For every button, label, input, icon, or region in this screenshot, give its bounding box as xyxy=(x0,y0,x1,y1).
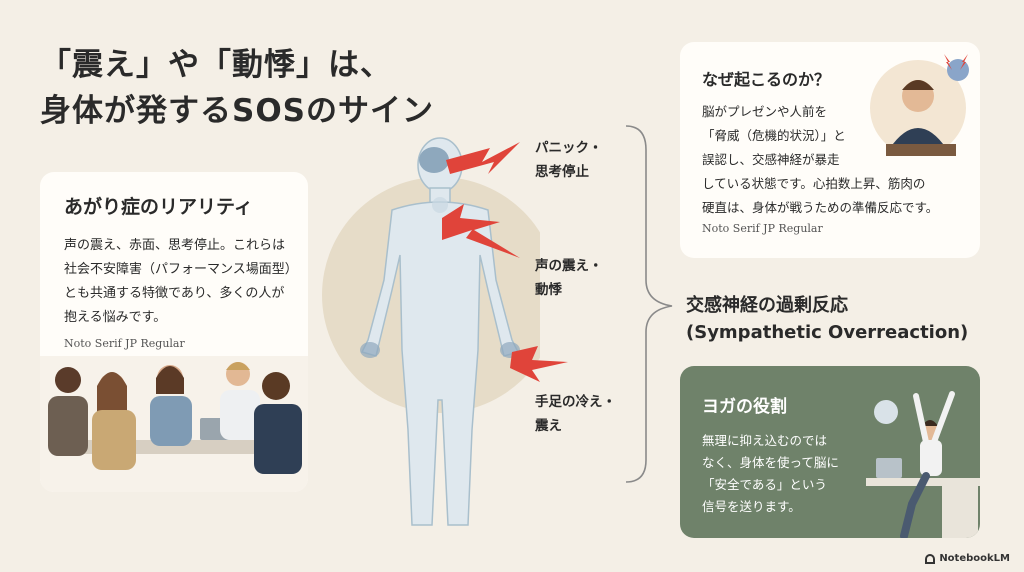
lightning-bolts xyxy=(442,142,568,382)
symptom-panic: パニック・ 思考停止 xyxy=(535,140,603,180)
symptom-cold: 手足の冷え・ 震え xyxy=(535,394,616,434)
curly-bracket xyxy=(625,125,673,483)
sympathetic-overreaction: 交感神経の過剰反応 (Sympathetic Overreaction) xyxy=(686,295,969,343)
thought-bubble-icon xyxy=(874,400,898,424)
why-font-note: Noto Serif JP Regular xyxy=(702,222,823,235)
title-line-1: 「震え」や「動悸」は、 xyxy=(40,47,392,83)
page-title: 「震え」や「動悸」は、 身体が発するSOSのサイン xyxy=(40,42,434,134)
symptom-voice: 声の震え・ 動悸 xyxy=(535,258,603,298)
lightning-icon-hand xyxy=(510,346,568,382)
notebooklm-watermark: NotebookLM xyxy=(925,553,1010,564)
meeting-illustration xyxy=(40,356,308,492)
yoga-heading: ヨガの役割 xyxy=(702,397,787,417)
brain-icon xyxy=(419,147,449,173)
notebooklm-logo-icon xyxy=(925,553,936,564)
yoga-card: ヨガの役割 無理に抑え込むのでは なく、身体を使って脳に 「安全である」という … xyxy=(680,366,980,538)
reality-heading: あがり症のリアリティ xyxy=(64,196,253,218)
body-figure xyxy=(322,137,540,526)
reality-card: あがり症のリアリティ 声の震え、赤面、思考停止。これらは社会不安障害（パフォーマ… xyxy=(40,172,308,492)
yoga-body: 無理に抑え込むのでは なく、身体を使って脳に 「安全である」という 信号を送りま… xyxy=(702,433,839,514)
why-card: なぜ起こるのか？ 脳がプレゼンや人前を 「脅威（危機的状況）」と 誤認し、交感神… xyxy=(680,42,980,258)
why-body: 脳がプレゼンや人前を 「脅威（危機的状況）」と 誤認し、交感神経が暴走 している… xyxy=(702,104,939,215)
lightning-icon-head xyxy=(446,142,520,174)
why-heading: なぜ起こるのか？ xyxy=(702,70,831,89)
reality-font-note: Noto Serif JP Regular xyxy=(64,337,185,350)
lightning-icon-chest xyxy=(442,204,520,258)
stretching-illustration xyxy=(866,391,980,538)
title-line-2: 身体が発するSOSのサイン xyxy=(40,93,435,129)
reality-body: 声の震え、赤面、思考停止。これらは社会不安障害（パフォーマンス場面型）とも共通す… xyxy=(64,238,292,325)
speaker-illustration xyxy=(870,54,969,156)
